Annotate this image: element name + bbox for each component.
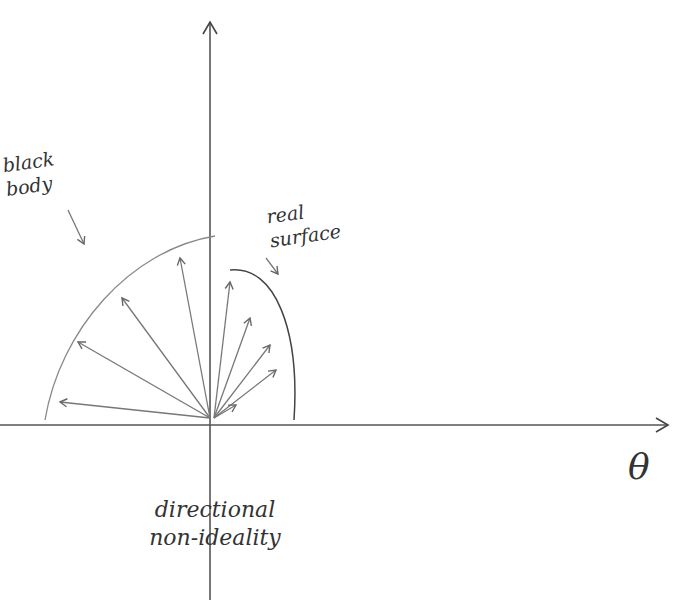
axis-label: θ <box>628 444 668 489</box>
leader-line <box>68 210 84 244</box>
caption-note: directional non-ideality <box>130 496 300 551</box>
x-axis <box>0 424 668 426</box>
leader-line <box>266 258 278 274</box>
callout-label: real surface <box>265 195 351 253</box>
callout-label: black body <box>1 142 97 202</box>
black-body-curve <box>45 236 215 420</box>
